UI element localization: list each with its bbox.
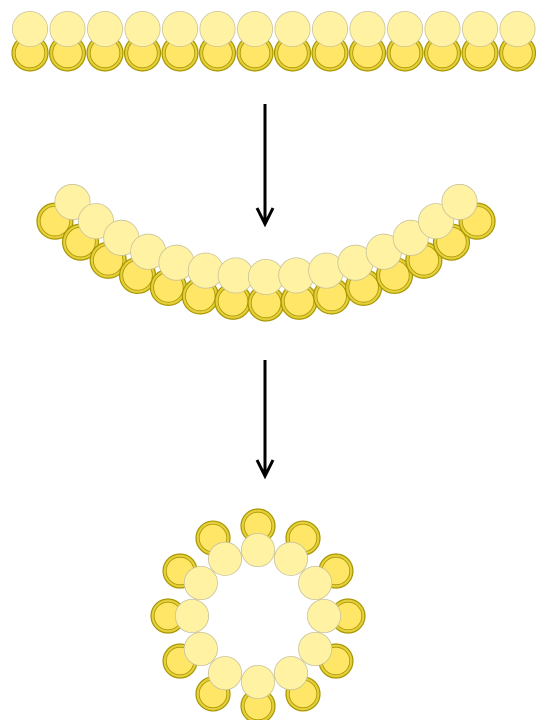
closed-ring-stage bbox=[151, 509, 365, 720]
ring-unit bbox=[241, 665, 275, 720]
flat-sheet-stage bbox=[12, 11, 536, 71]
ring-unit bbox=[307, 599, 365, 633]
inner-layer-circle bbox=[87, 11, 122, 46]
inner-layer-circle bbox=[274, 542, 307, 575]
inner-layer-circle bbox=[188, 253, 223, 288]
inner-layer-circle bbox=[241, 533, 274, 566]
flat-unit bbox=[200, 11, 236, 71]
inner-layer-circle bbox=[241, 665, 274, 698]
inner-layer-circle bbox=[12, 11, 47, 46]
inner-layer-circle bbox=[200, 11, 235, 46]
inner-layer-circle bbox=[125, 11, 160, 46]
flat-unit bbox=[350, 11, 386, 71]
inner-layer-circle bbox=[350, 11, 385, 46]
inner-layer-circle bbox=[275, 11, 310, 46]
inner-layer-circle bbox=[500, 11, 535, 46]
inner-layer-circle bbox=[208, 656, 241, 689]
flat-unit bbox=[50, 11, 86, 71]
inner-layer-circle bbox=[298, 632, 331, 665]
inner-layer-circle bbox=[279, 258, 314, 293]
flat-unit bbox=[462, 11, 498, 71]
flat-unit bbox=[425, 11, 461, 71]
curved-unit bbox=[248, 259, 284, 321]
inner-layer-circle bbox=[208, 542, 241, 575]
flat-unit bbox=[312, 11, 348, 71]
inner-layer-circle bbox=[387, 11, 422, 46]
flat-unit bbox=[87, 11, 123, 71]
flat-unit bbox=[12, 11, 48, 71]
curved-unit bbox=[215, 258, 253, 319]
flat-unit bbox=[500, 11, 536, 71]
inner-layer-circle bbox=[312, 11, 347, 46]
inner-layer-circle bbox=[162, 11, 197, 46]
flat-unit bbox=[237, 11, 273, 71]
arrow-2-down bbox=[257, 360, 273, 476]
ring-unit bbox=[151, 599, 209, 633]
inner-layer-circle bbox=[462, 11, 497, 46]
flat-unit bbox=[275, 11, 311, 71]
inner-layer-circle bbox=[425, 11, 460, 46]
inner-layer-circle bbox=[184, 566, 217, 599]
arrow-1-down bbox=[257, 104, 273, 224]
inner-layer-circle bbox=[175, 599, 208, 632]
inner-layer-circle bbox=[442, 184, 477, 219]
inner-layer-circle bbox=[298, 566, 331, 599]
inner-layer-circle bbox=[237, 11, 272, 46]
inner-layer-circle bbox=[50, 11, 85, 46]
inner-layer-circle bbox=[184, 632, 217, 665]
inner-layer-circle bbox=[307, 599, 340, 632]
flat-unit bbox=[125, 11, 161, 71]
flat-unit bbox=[387, 11, 423, 71]
flat-unit bbox=[162, 11, 198, 71]
inner-layer-circle bbox=[274, 656, 307, 689]
ring-unit bbox=[241, 509, 275, 567]
